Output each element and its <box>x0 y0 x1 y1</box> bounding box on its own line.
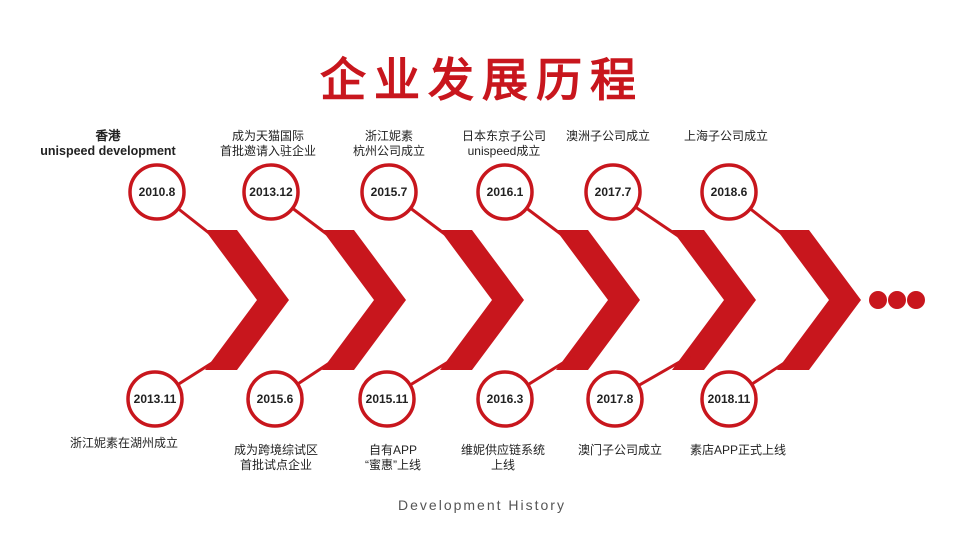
milestone-date: 2015.11 <box>366 392 409 406</box>
date-circle <box>128 163 186 221</box>
date-circle <box>700 370 758 428</box>
milestone-bottom: 2018.11 <box>700 370 758 428</box>
milestone-bottom-label: 维妮供应链系统 上线 <box>460 443 546 472</box>
milestone-top: 2013.12 <box>242 163 300 221</box>
milestone-top-label: 上海子公司成立 <box>683 129 769 143</box>
milestone-bottom-label: 浙江妮素在湖州成立 <box>69 436 179 450</box>
chevron-arrow <box>322 230 406 370</box>
date-circle <box>586 370 644 428</box>
chevron-arrow <box>777 230 861 370</box>
milestone-bottom-label: 自有APP “蜜惠”上线 <box>365 443 421 472</box>
milestone-date: 2016.3 <box>487 392 524 406</box>
milestone-top-label: 浙江妮素 杭州公司成立 <box>352 129 426 158</box>
milestone-date: 2017.8 <box>597 392 634 406</box>
milestone-top: 2017.7 <box>584 163 642 221</box>
milestone-date: 2013.11 <box>134 392 177 406</box>
milestone-bottom: 2015.11 <box>358 370 416 428</box>
milestone-date: 2015.6 <box>257 392 294 406</box>
more-dots-icon <box>869 291 925 309</box>
milestone-top: 2015.7 <box>360 163 418 221</box>
date-circle <box>476 370 534 428</box>
milestone-bottom-label: 澳门子公司成立 <box>577 443 663 457</box>
milestone-date: 2018.11 <box>708 392 751 406</box>
milestone-date: 2016.1 <box>487 185 524 199</box>
date-circle <box>360 163 418 221</box>
milestone-bottom-label: 成为跨境综试区 首批试点企业 <box>233 443 319 472</box>
milestone-top-label: 日本东京子公司 unispeed成立 <box>461 129 547 158</box>
date-circle <box>246 370 304 428</box>
page-subtitle: Development History <box>398 497 566 513</box>
milestone-bottom: 2015.6 <box>246 370 304 428</box>
chevron-arrow <box>440 230 524 370</box>
milestone-top-label: 香港 unispeed development <box>40 129 176 158</box>
date-circle <box>584 163 642 221</box>
chevron-arrow <box>556 230 640 370</box>
milestone-date: 2015.7 <box>371 185 408 199</box>
milestone-date: 2017.7 <box>595 185 632 199</box>
milestone-top: 2016.1 <box>476 163 534 221</box>
milestone-top: 2018.6 <box>700 163 758 221</box>
date-circle <box>358 370 416 428</box>
chevron-arrow <box>205 230 289 370</box>
date-circle <box>476 163 534 221</box>
milestone-top-label: 澳洲子公司成立 <box>565 129 651 143</box>
milestone-top-label: 成为天猫国际 首批邀请入驻企业 <box>219 129 317 158</box>
milestone-bottom: 2016.3 <box>476 370 534 428</box>
date-circle <box>126 370 184 428</box>
page-title: 企业发展历程 <box>320 53 644 107</box>
milestone-bottom: 2017.8 <box>586 370 644 428</box>
milestone-date: 2010.8 <box>139 185 176 199</box>
milestone-bottom-label: 素店APP正式上线 <box>689 443 787 457</box>
milestone-date: 2013.12 <box>249 185 293 199</box>
date-circle <box>242 163 300 221</box>
milestone-bottom: 2013.11 <box>126 370 184 428</box>
milestone-date: 2018.6 <box>711 185 748 199</box>
milestone-top: 2010.8 <box>128 163 186 221</box>
chevron-arrow <box>672 230 756 370</box>
date-circle <box>700 163 758 221</box>
